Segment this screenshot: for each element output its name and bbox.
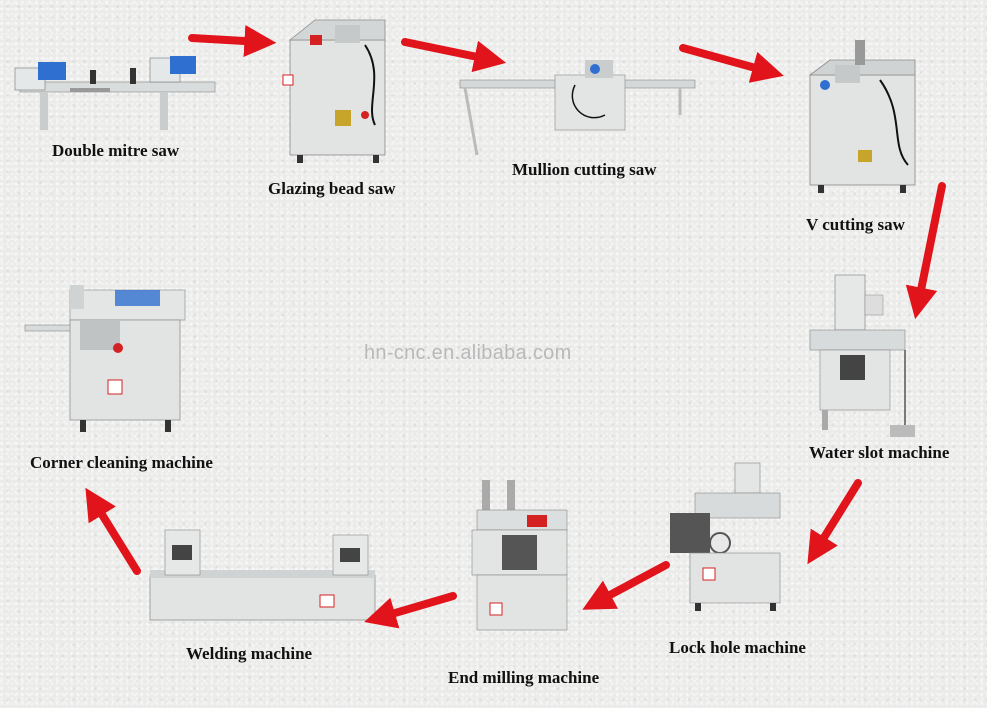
arrow-icon bbox=[192, 38, 262, 42]
arrow-icon bbox=[378, 596, 453, 618]
arrow-icon bbox=[595, 565, 666, 603]
arrow-icon bbox=[918, 186, 942, 305]
arrow-icon bbox=[815, 483, 858, 552]
arrow-icon bbox=[405, 42, 492, 60]
arrow-icon bbox=[93, 500, 137, 571]
arrow-icon bbox=[683, 48, 770, 72]
